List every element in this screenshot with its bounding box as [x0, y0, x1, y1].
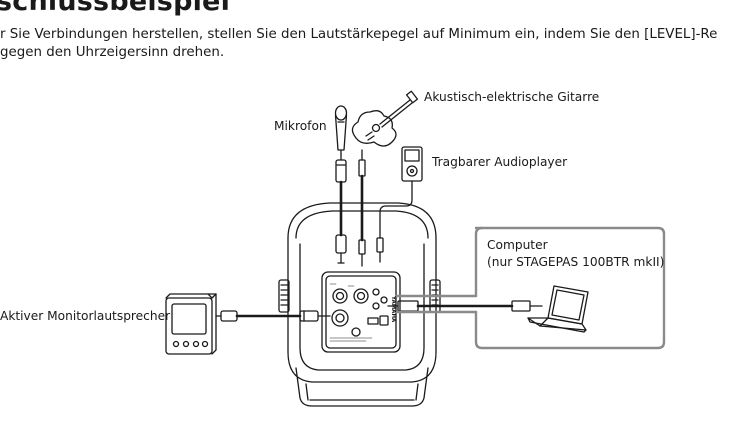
- monitor-cable: [215, 310, 331, 322]
- panel-brand-text: YAMAHA: [390, 295, 396, 323]
- computer-callout: [394, 226, 666, 350]
- label-monitor-speaker: Aktiver Monitorlautsprecher: [0, 309, 171, 323]
- label-microphone: Mikrofon: [274, 119, 327, 133]
- intro-text-line-2: gegen den Uhrzeigersinn drehen.: [0, 45, 225, 60]
- guitar-cable: [358, 149, 366, 267]
- mic-cable: [335, 153, 347, 264]
- label-audio-player: Tragbarer Audioplayer: [432, 155, 568, 169]
- audio-player-icon: [401, 146, 423, 187]
- section-heading: schlussbeispiel: [0, 0, 231, 17]
- guitar-icon: [351, 90, 419, 147]
- monitor-speaker-icon: [165, 293, 217, 355]
- laptop-icon: [527, 285, 589, 333]
- label-guitar: Akustisch-elektrische Gitarre: [424, 90, 600, 104]
- stagepas-speaker: [278, 202, 441, 407]
- usb-cable: [387, 300, 543, 312]
- intro-text-line-1: r Sie Verbindungen herstellen, stellen S…: [0, 27, 718, 42]
- player-cable: [376, 185, 413, 263]
- microphone-icon: [334, 105, 348, 155]
- label-computer-note: (nur STAGEPAS 100BTR mkII): [487, 255, 665, 269]
- label-computer: Computer: [487, 238, 548, 252]
